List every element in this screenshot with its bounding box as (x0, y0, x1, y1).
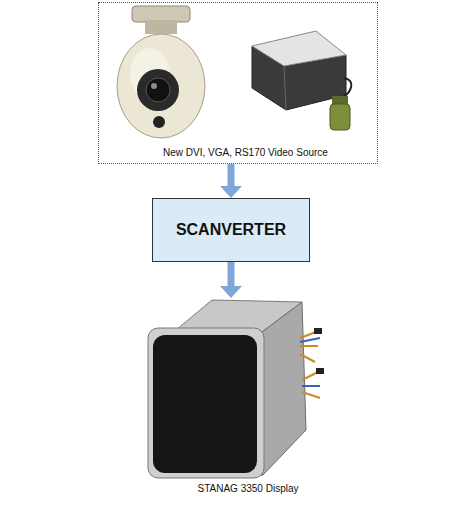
camera-highlight (130, 48, 170, 100)
display-unit: STANAG 3350 Display (148, 298, 348, 498)
node-label: New DVI, VGA, RS170 Video Source (163, 147, 328, 158)
sensor-edge (284, 66, 286, 110)
display-wires (300, 332, 320, 398)
display-screen (153, 335, 257, 473)
wire-plug (314, 328, 322, 334)
sensor-cable (342, 78, 351, 98)
sensor-body (252, 46, 346, 110)
wire-plug (316, 368, 324, 374)
connector-cap (332, 96, 348, 106)
display-top (176, 300, 302, 332)
sensor-box (252, 31, 351, 130)
camera-lens-inner (146, 78, 170, 102)
flow-arrow (228, 164, 235, 186)
flow-arrow (228, 262, 235, 286)
source-group-box: New DVI, VGA, RS170 Video Source (98, 2, 378, 164)
node-label: STANAG 3350 Display (148, 483, 348, 494)
process-box: SCANVERTER (152, 198, 310, 262)
display-bezel (148, 328, 264, 478)
display-illustration (148, 300, 324, 478)
camera-lens (137, 69, 179, 111)
display-wires-blue (300, 338, 320, 386)
gimbal-camera (117, 6, 205, 138)
node-label: SCANVERTER (176, 221, 286, 239)
camera-ball (117, 34, 205, 138)
camera-small-lens (153, 116, 165, 128)
display-side (262, 302, 306, 476)
camera-mount (132, 6, 190, 22)
camera-neck (145, 20, 177, 34)
sensor-top (252, 31, 346, 66)
connector-body (330, 104, 350, 130)
lens-glint (151, 83, 157, 89)
